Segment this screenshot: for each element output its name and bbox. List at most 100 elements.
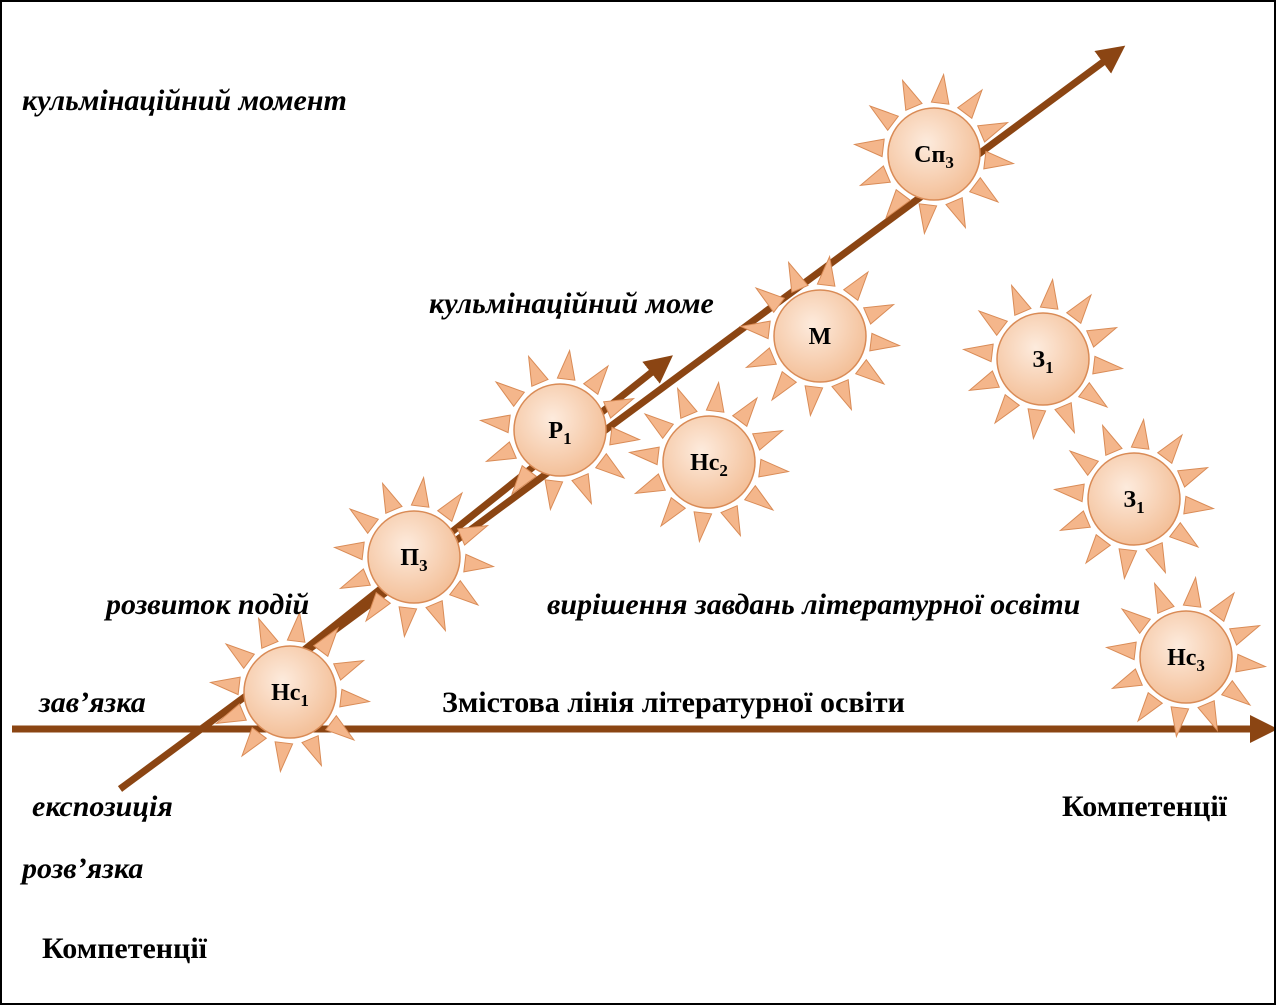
sun-node-1: Нс1	[208, 610, 372, 774]
sun-ray	[1182, 575, 1202, 608]
sun-ray	[643, 412, 675, 440]
sun-ray	[556, 348, 576, 381]
sun-ray	[332, 659, 366, 681]
sun-rays	[478, 348, 642, 512]
node-main-text: М	[809, 324, 832, 350]
sun-node-label: Р1	[548, 418, 571, 448]
sun-rays	[627, 380, 791, 544]
node-main-text: З	[1123, 487, 1136, 513]
sun-node-label: П3	[400, 545, 427, 575]
sun-ray	[214, 703, 248, 725]
sun-rays	[1104, 575, 1268, 739]
sun-ray	[1170, 706, 1190, 739]
label-plot-start: зав’язка	[39, 686, 146, 719]
sun-ray	[602, 397, 636, 419]
label-culmination-top: кульмінаційний момент	[22, 84, 347, 117]
sun-disc	[1087, 452, 1181, 546]
sun-ray	[852, 138, 885, 158]
label-exposition: експозиція	[32, 790, 173, 823]
sun-ray	[1136, 691, 1164, 723]
node-main-text: Р	[548, 418, 563, 444]
sun-ray	[633, 473, 667, 495]
sun-disc	[1139, 610, 1233, 704]
sun-ray	[1101, 423, 1123, 457]
sun-ray	[854, 358, 886, 386]
sun-ray	[787, 260, 809, 294]
sun-ray	[627, 446, 660, 466]
node-main-text: З	[1032, 347, 1045, 373]
sun-ray	[945, 196, 967, 230]
sun-ray	[381, 481, 403, 515]
sun-ray	[448, 579, 480, 607]
sun-ray	[1130, 417, 1150, 450]
sun-node-label: М	[809, 324, 832, 350]
label-development: розвиток подій	[106, 588, 310, 621]
sun-rays	[961, 277, 1125, 441]
node-main-text: П	[400, 545, 419, 571]
sun-node-8: З1	[1052, 417, 1216, 581]
sun-ray	[527, 354, 549, 388]
sun-ray	[676, 386, 698, 420]
sun-ray	[1120, 607, 1152, 635]
sun-ray	[364, 591, 392, 623]
sun-ray	[208, 676, 241, 696]
sun-node-label: З1	[1032, 347, 1053, 377]
sun-ray	[1156, 433, 1184, 465]
sun-node-4: Нс2	[627, 380, 791, 544]
sun-node-label: Сп3	[914, 142, 954, 172]
sun-ray	[993, 393, 1021, 425]
sun-ray	[1176, 466, 1210, 488]
sun-ray	[758, 458, 791, 478]
sun-ray	[224, 642, 256, 670]
sun-ray	[609, 426, 642, 446]
sun-ray	[410, 475, 430, 508]
sun-ray	[983, 150, 1016, 170]
sun-ray	[348, 507, 380, 535]
node-main-text: Нс	[690, 450, 720, 476]
sun-ray	[484, 441, 518, 463]
sun-ray	[1077, 381, 1109, 409]
sun-ray	[544, 479, 564, 512]
sun-ray	[1183, 495, 1216, 515]
sun-ray	[868, 104, 900, 132]
sun-ray	[240, 726, 268, 758]
sun-ray	[738, 320, 771, 340]
sun-ray	[1052, 483, 1085, 503]
sun-disc	[996, 312, 1090, 406]
sun-ray	[720, 504, 742, 538]
sun-ray	[274, 741, 294, 774]
node-subscript: 1	[1045, 358, 1054, 377]
sun-ray	[804, 385, 824, 418]
node-subscript: 3	[419, 556, 428, 575]
sun-ray	[1118, 548, 1138, 581]
sun-ray	[831, 378, 853, 412]
sun-ray	[743, 484, 775, 512]
sun-ray	[1039, 277, 1059, 310]
sun-ray	[977, 309, 1009, 337]
node-subscript: 3	[1196, 656, 1205, 675]
sun-disc	[887, 107, 981, 201]
sun-ray	[398, 606, 418, 639]
sun-ray	[1235, 653, 1268, 673]
sun-ray	[816, 254, 836, 287]
sun-node-label: Нс2	[690, 450, 728, 480]
sun-ray	[332, 541, 365, 561]
sun-ray	[731, 396, 759, 428]
sun-ray	[1084, 533, 1112, 565]
sun-ray	[884, 188, 912, 220]
label-competences-bottom: Компетенції	[42, 932, 208, 965]
sun-rays	[738, 254, 902, 418]
sun-node-7: З1	[961, 277, 1125, 441]
sun-ray	[1153, 581, 1175, 615]
sun-ray	[436, 491, 464, 523]
sun-ray	[1104, 641, 1137, 661]
sun-ray	[770, 370, 798, 402]
sun-ray	[1208, 591, 1236, 623]
node-subscript: 1	[1136, 498, 1145, 517]
sun-node-2: П3	[332, 475, 496, 639]
sun-ray	[456, 524, 490, 546]
sun-ray	[1054, 401, 1076, 435]
sun-ray	[751, 429, 785, 451]
sun-node-label: З1	[1123, 487, 1144, 517]
